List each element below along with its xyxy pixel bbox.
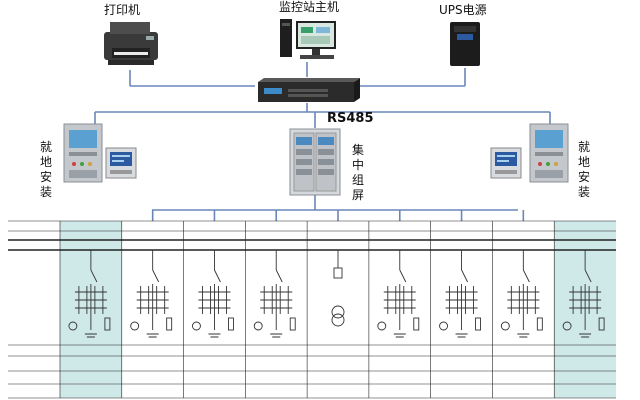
multifunction-meter-icon-right — [490, 147, 522, 179]
communication-manager-icon — [258, 78, 360, 102]
left-local-install-label: 就地安装 — [40, 140, 53, 199]
feeder-single-line-diagram — [377, 250, 420, 338]
host-label: 监控站主机 — [279, 0, 340, 14]
feeder-single-line-diagram — [253, 250, 296, 338]
printer-icon — [104, 22, 158, 65]
feeder-single-line-diagram — [130, 250, 173, 338]
feeder-single-line-diagram — [500, 250, 543, 338]
ups-icon — [450, 22, 480, 66]
right-local-install-label: 就地安装 — [578, 140, 591, 199]
feeder-single-line-diagram — [191, 250, 234, 338]
printer-label: 打印机 — [104, 3, 141, 17]
rs485-label: RS485 — [327, 111, 374, 126]
feeder-single-line-diagram — [68, 250, 111, 338]
protection-relay-icon — [63, 123, 103, 183]
central-screen-cabinet-icon — [289, 128, 341, 196]
ups-label: UPS电源 — [439, 3, 487, 17]
multifunction-meter-icon — [105, 147, 137, 179]
protection-relay-icon-right — [529, 123, 569, 183]
feeder-single-line-diagram — [439, 250, 482, 338]
feeder-single-line-diagram — [331, 250, 345, 327]
feeder-single-line-diagram — [562, 250, 605, 338]
monitor-host-icon — [280, 19, 336, 59]
central-screen-label: 集中组屏 — [352, 143, 365, 202]
